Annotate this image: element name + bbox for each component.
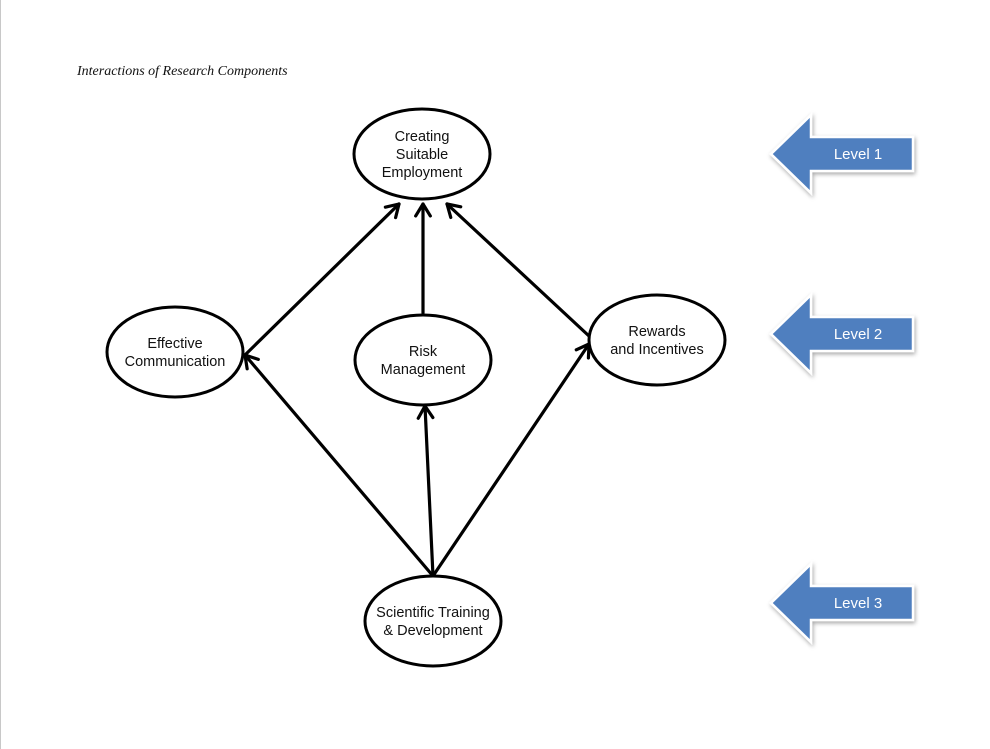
level-label: Level 1 bbox=[834, 146, 882, 163]
level-markers: Level 1 Level 2 Level 3 bbox=[769, 112, 915, 645]
edge-communication-to-employment bbox=[243, 202, 401, 357]
level-marker-1: Level 1 bbox=[769, 112, 915, 196]
nodes: CreatingSuitableEmploymentEffectiveCommu… bbox=[105, 107, 727, 668]
edge-rewards-to-employment bbox=[445, 202, 591, 338]
node-ellipse bbox=[587, 293, 727, 387]
node-label-line: Management bbox=[381, 362, 466, 378]
node-ellipse bbox=[105, 305, 245, 399]
level-marker-2: Level 2 bbox=[769, 292, 915, 376]
node-label-line: Scientific Training bbox=[376, 605, 490, 621]
figure-title: Interactions of Research Components bbox=[77, 64, 288, 79]
node-label-line: Risk bbox=[409, 344, 438, 360]
node-label-line: Creating bbox=[395, 129, 450, 145]
arrowhead bbox=[414, 202, 432, 218]
node-label-line: Communication bbox=[125, 354, 226, 370]
edge-training-to-communication bbox=[243, 353, 435, 578]
level-label: Level 2 bbox=[834, 326, 882, 343]
edge-line bbox=[431, 342, 591, 578]
node-label-line: and Incentives bbox=[610, 342, 704, 358]
node-rewards: Rewards and Incentives bbox=[587, 293, 727, 387]
edge-line bbox=[445, 202, 591, 338]
node-label-line: Effective bbox=[147, 336, 202, 352]
level-marker-3: Level 3 bbox=[769, 561, 915, 645]
edge-line bbox=[243, 202, 401, 357]
level-arrow-shape bbox=[769, 292, 915, 376]
edge-line bbox=[243, 353, 435, 578]
arrowhead bbox=[383, 202, 401, 220]
edge-training-to-risk bbox=[416, 404, 435, 578]
node-label-line: Employment bbox=[382, 165, 463, 181]
node-label-line: Rewards bbox=[628, 324, 685, 340]
edge-line bbox=[423, 404, 435, 578]
node-training: Scientific Training & Development bbox=[363, 574, 503, 668]
node-label-line: & Development bbox=[383, 623, 482, 639]
level-label: Level 3 bbox=[834, 595, 882, 612]
node-label-line: Suitable bbox=[396, 147, 448, 163]
arrowhead bbox=[243, 353, 260, 371]
level-arrow-shape bbox=[769, 112, 915, 196]
level-arrow-shape bbox=[769, 561, 915, 645]
node-ellipse bbox=[363, 574, 503, 668]
edge-risk-to-employment bbox=[414, 202, 432, 315]
arrowhead bbox=[445, 202, 463, 220]
node-ellipse bbox=[352, 107, 492, 201]
node-ellipse bbox=[353, 313, 493, 407]
